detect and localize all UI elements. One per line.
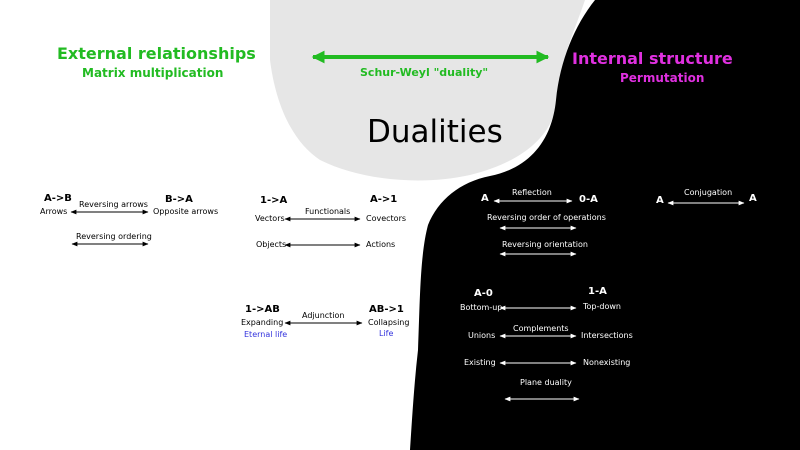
label-complements: Complements bbox=[513, 324, 569, 333]
label-reversing-ordering: Reversing ordering bbox=[76, 232, 152, 241]
left-title: External relationships bbox=[57, 44, 256, 63]
label-nonexisting: Nonexisting bbox=[583, 358, 631, 367]
label-top-down: Top-down bbox=[583, 302, 621, 311]
gray-region bbox=[270, 0, 585, 181]
label-eternal-life: Eternal life bbox=[244, 330, 288, 339]
key-a-to-1: A->1 bbox=[370, 194, 398, 205]
left-subtitle: Matrix multiplication bbox=[82, 66, 224, 80]
key-0-minus-a: 0-A bbox=[579, 194, 598, 205]
label-collapsing: Collapsing bbox=[368, 318, 410, 327]
label-life: Life bbox=[379, 329, 394, 338]
label-bottom-up: Bottom-up bbox=[460, 303, 503, 312]
label-adjunction: Adjunction bbox=[302, 311, 345, 320]
schur-weyl-label: Schur-Weyl "duality" bbox=[360, 66, 489, 79]
label-reversing-arrows: Reversing arrows bbox=[79, 200, 148, 209]
label-existing: Existing bbox=[464, 358, 496, 367]
label-reflection: Reflection bbox=[512, 188, 552, 197]
key-a-conj-right: A bbox=[749, 193, 757, 204]
key-a-reflection: A bbox=[481, 193, 489, 204]
label-arrows: Arrows bbox=[40, 207, 68, 216]
label-actions: Actions bbox=[366, 240, 396, 249]
label-expanding: Expanding bbox=[241, 318, 284, 327]
label-vectors: Vectors bbox=[255, 214, 285, 223]
key-b-to-a: B->A bbox=[165, 194, 193, 205]
page-title: Dualities bbox=[367, 114, 503, 150]
right-subtitle: Permutation bbox=[620, 71, 705, 85]
label-reversing-orientation: Reversing orientation bbox=[502, 240, 588, 249]
label-unions: Unions bbox=[468, 331, 496, 340]
key-1-to-ab: 1->AB bbox=[245, 304, 280, 315]
key-a-to-b: A->B bbox=[44, 193, 72, 204]
key-1-minus-a: 1-A bbox=[588, 286, 607, 297]
label-covectors: Covectors bbox=[366, 214, 407, 223]
label-plane-duality: Plane duality bbox=[520, 378, 572, 387]
key-a-conj-left: A bbox=[656, 195, 664, 206]
key-1-to-a: 1->A bbox=[260, 195, 288, 206]
label-functionals: Functionals bbox=[305, 207, 351, 216]
label-intersections: Intersections bbox=[581, 331, 633, 340]
label-opposite-arrows: Opposite arrows bbox=[153, 207, 219, 216]
right-title: Internal structure bbox=[572, 49, 733, 68]
key-a-minus-0: A-0 bbox=[474, 288, 493, 299]
label-objects: Objects bbox=[256, 240, 287, 249]
label-reversing-order-operations: Reversing order of operations bbox=[487, 213, 606, 222]
key-ab-to-1: AB->1 bbox=[369, 304, 404, 315]
label-conjugation: Conjugation bbox=[684, 188, 733, 197]
